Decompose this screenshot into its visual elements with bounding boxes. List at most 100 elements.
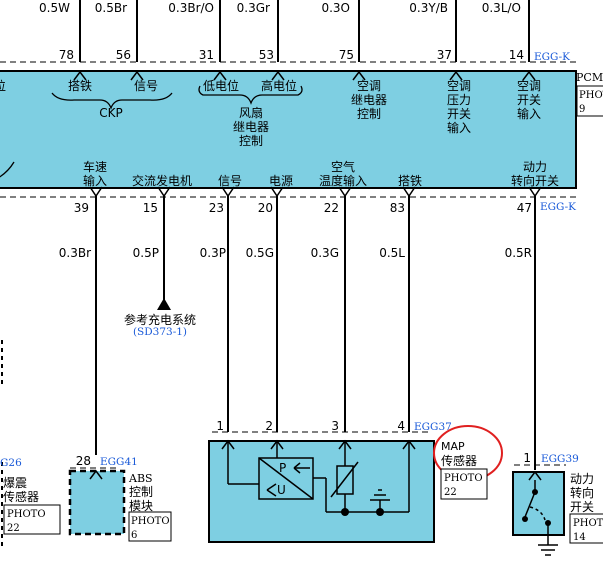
knock-photo-box [3,504,61,535]
ps-switch-name: 开关 [570,500,594,514]
fan-high-label: 高电位 [261,78,297,93]
map-signal-label: 信号 [218,174,242,188]
ps-photo-label: PHOT [573,518,603,529]
ps-switch-symbol [524,480,558,556]
bottom-wire-label: 0.3Br [59,246,91,260]
top-wire-label: 0.3Y/B [409,1,448,15]
ps-switch-name: 动力 [570,472,594,486]
charging-ref-code: (SD373-1) [133,326,187,338]
ckp-brace [51,92,173,110]
top-wire-label: 0.3O [321,1,350,15]
map-sensor-name: MAP [441,440,465,453]
ground-label: 搭铁 [398,174,422,188]
ac-relay-label: 控制 [357,107,381,121]
ps-switch-name: 转向 [570,485,594,500]
pcm-photo-box [576,85,603,117]
pcm-top-pin-arrows [73,70,536,81]
map-sensor-box [208,440,435,543]
map-pin-number: 3 [331,419,339,433]
map-symbol-u: U [277,483,286,497]
ac-pressure-label: 压力 [447,93,471,107]
ac-pressure-label: 输入 [447,120,471,135]
ps-switch-label: 转向开关 [511,173,559,188]
fan-relay-label: 继电器 [233,120,269,134]
top-pin-numbers: 78 56 31 53 75 37 14 [59,48,524,62]
map-pin-number: 4 [397,419,405,433]
pcm-left-cut-text: 位 [0,78,6,93]
fan-relay-label: 风扇 [239,105,263,120]
abs-connector-id: EGG41 [100,456,138,468]
map-photo-number: 22 [444,487,457,498]
top-wire-label: 0.5Br [95,1,127,15]
ps-pin-number: 1 [523,451,531,465]
pin-number: 22 [324,201,339,215]
top-wire-label: 0.5W [39,1,70,15]
top-connector-id: EGG-K [534,51,570,63]
speed-input-label: 输入 [83,173,107,188]
map-pin-number: 1 [216,419,224,433]
pcm-label: PCM [576,71,603,84]
map-power-label: 电源 [269,174,293,188]
bottom-wire-label: 0.5P [133,246,159,260]
pcm-photo-number: 9 [579,104,585,115]
pin-number: 20 [258,201,273,215]
ac-switch-label: 开关 [517,93,541,107]
alternator-label: 交流发电机 [132,173,192,188]
knock-connector-id: G26 [0,457,22,469]
air-temp-label: 温度输入 [319,173,367,188]
ps-connector-id: EGG39 [541,453,579,465]
ps-photo-number: 14 [573,532,586,543]
pin-number: 78 [59,48,74,62]
map-photo-label: PHOTO [444,473,483,484]
abs-photo-number: 6 [131,530,137,541]
ps-switch-label: 动力 [523,160,547,174]
pin-number: 83 [390,201,405,215]
pcm-photo-label: PHOTO [579,90,603,101]
bottom-pin-numbers: 39 15 23 20 22 83 47 [74,201,532,215]
abs-pin-number: 28 [76,454,91,468]
air-temp-label: 空气 [331,159,355,174]
knock-photo-number: 22 [7,523,20,534]
map-connector-id: EGG37 [414,421,452,433]
pin-number: 37 [437,48,452,62]
abs-name: 控制 [129,485,153,499]
abs-photo-label: PHOTO [131,516,170,527]
alternator-ref-arrow [157,298,171,310]
ac-switch-label: 空调 [517,79,541,93]
bottom-wire-label: 0.3P [200,246,226,260]
pin-number: 15 [143,201,158,215]
abs-photo-box [128,511,172,542]
pin-number: 56 [116,48,131,62]
fan-brace [198,85,303,105]
pin-number: 47 [517,201,532,215]
ps-switch-contact [532,489,538,495]
ckp-group-label: CKP [99,106,122,120]
bottom-connector-id: EGG-K [540,201,576,213]
ps-switch-contact [522,516,528,522]
abs-name: 模块 [129,499,153,513]
bottom-wire-group [95,196,536,470]
top-wire-label: 0.3Br/O [168,1,214,15]
pin-number: 31 [199,48,214,62]
map-symbol-p: P [279,461,286,475]
abs-module-box [68,469,126,536]
bottom-wire-label: 0.5L [379,246,405,260]
bottom-wire-label: 0.5R [505,246,532,260]
ac-relay-label: 继电器 [351,93,387,107]
ac-pressure-label: 开关 [447,107,471,121]
pcm-left-curve [0,161,15,178]
knock-sensor-name: 传感器 [3,489,39,504]
map-junction-dot [341,508,349,516]
knock-photo-label: PHOTO [7,509,46,520]
ps-switch-box [512,471,565,536]
pin-number: 23 [209,201,224,215]
knock-sensor-name: 爆震 [3,476,27,490]
pin-number: 39 [74,201,89,215]
speed-input-label: 车速 [83,159,107,174]
map-photo-box [440,468,488,500]
map-junction-dot [376,508,384,516]
top-wire-label: 0.3L/O [482,1,521,15]
ps-photo-box [569,513,603,544]
fan-relay-label: 控制 [239,134,263,148]
